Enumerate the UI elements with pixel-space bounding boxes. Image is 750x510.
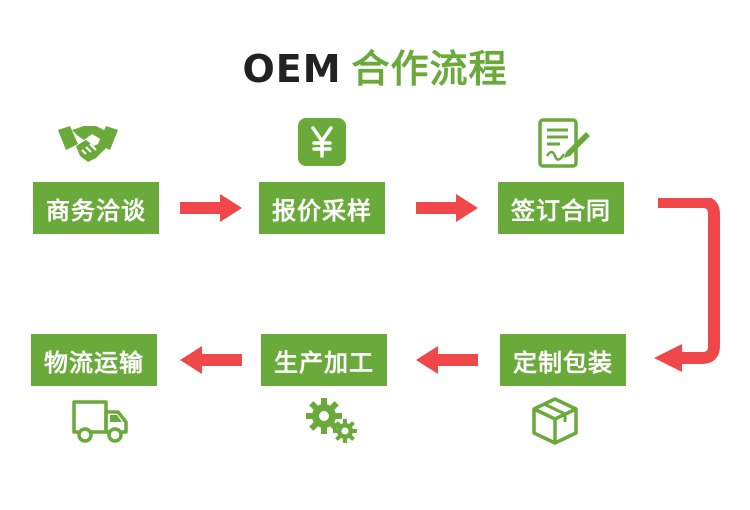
title-en: OEM: [242, 47, 342, 91]
step-label: 物流运输: [44, 348, 144, 377]
step-sign-contract: 签订合同: [498, 182, 624, 234]
step-label: 报价采样: [272, 196, 372, 225]
step-business-negotiation: 商务洽谈: [33, 182, 159, 234]
arrow-right-2: [416, 194, 478, 222]
box-icon: [532, 397, 578, 445]
contract-icon: [538, 118, 590, 168]
step-label: 定制包装: [513, 348, 613, 377]
step-custom-packaging: 定制包装: [500, 334, 626, 386]
handshake-icon: [58, 126, 118, 162]
arrow-left-1: [416, 346, 478, 374]
step-label: 商务洽谈: [46, 196, 146, 225]
step-quote-sampling: 报价采样: [259, 182, 385, 234]
yuan-icon: [298, 118, 346, 166]
step-production: 生产加工: [261, 334, 387, 386]
arrow-turn-down: [654, 198, 720, 372]
step-label: 生产加工: [274, 348, 374, 377]
step-label: 签订合同: [511, 196, 611, 225]
title-cn: 合作流程: [351, 47, 508, 91]
gears-icon: [306, 398, 357, 443]
arrow-right-1: [180, 194, 242, 222]
arrow-left-2: [180, 346, 242, 374]
truck-icon: [72, 400, 128, 443]
step-logistics: 物流运输: [31, 334, 157, 386]
